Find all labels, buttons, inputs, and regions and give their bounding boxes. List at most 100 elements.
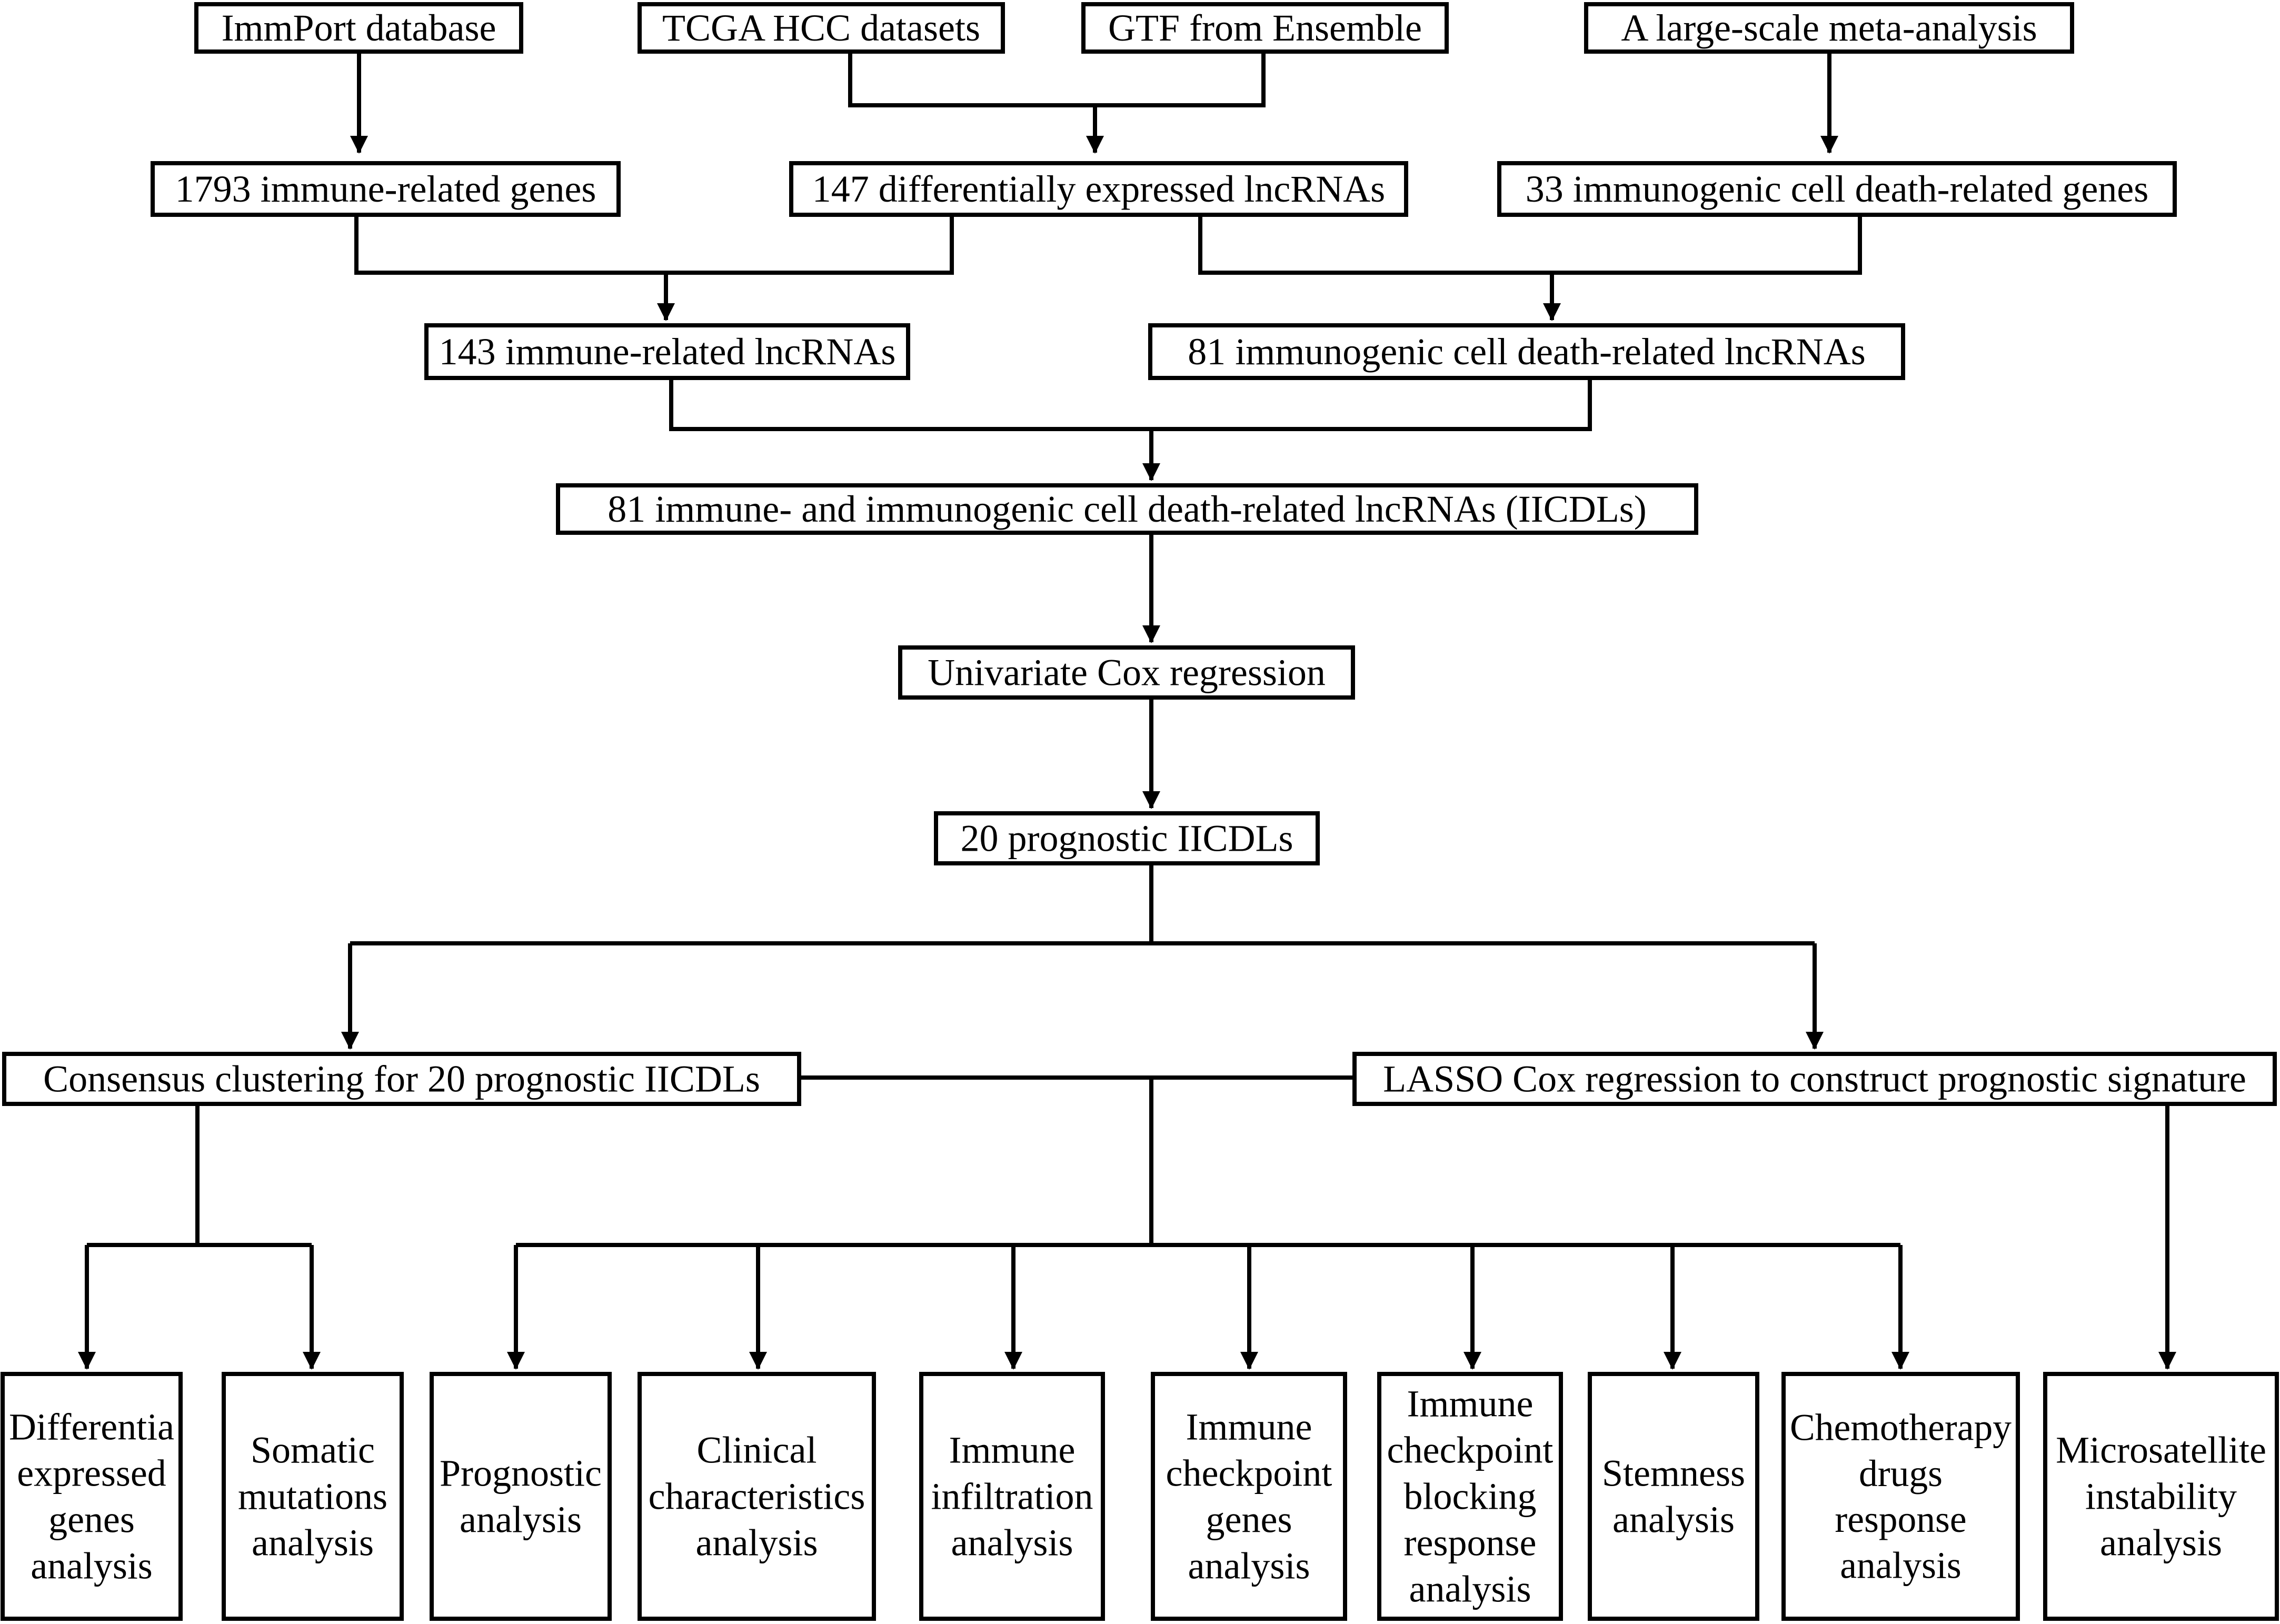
node-label: 20 prognostic IICDLs xyxy=(961,818,1293,860)
node-label-line: ImmPort database xyxy=(222,7,496,49)
node-label: 1793 immune-related genes xyxy=(175,168,596,210)
node-label-line: 33 immunogenic cell death-related genes xyxy=(1526,168,2149,210)
node-label-line: analysis xyxy=(2100,1522,2222,1564)
node-label-line: response xyxy=(1835,1499,1966,1540)
edge-consensus-branch xyxy=(87,1104,312,1247)
node-label-line: Clinical xyxy=(697,1429,817,1471)
node-label: A large-scale meta-analysis xyxy=(1621,7,2037,49)
node-label-line: analysis xyxy=(31,1545,153,1587)
node-prognostic-iicdls: 20 prognostic IICDLs xyxy=(934,811,1320,865)
node-label-line: Differentia xyxy=(9,1406,174,1448)
edge-tcga-gtf-merge xyxy=(848,52,1266,107)
node-label-line: 81 immunogenic cell death-related lncRNA… xyxy=(1188,331,1866,373)
node-label-line: Stemness xyxy=(1602,1452,1745,1495)
node-label: 81 immune- and immunogenic cell death-re… xyxy=(608,488,1646,530)
node-iicdls: 81 immune- and immunogenic cell death-re… xyxy=(556,483,1698,535)
node-label-line: checkpoint xyxy=(1387,1429,1554,1471)
node-label: 143 immune-related lncRNAs xyxy=(439,331,896,373)
node-label: TCGA HCC datasets xyxy=(662,7,980,49)
node-label-line: 143 immune-related lncRNAs xyxy=(439,331,896,373)
node-label-line: GTF from Ensemble xyxy=(1108,7,1422,49)
node-label-line: analysis xyxy=(1188,1545,1310,1587)
node-label-line: LASSO Cox regression to construct progno… xyxy=(1383,1058,2246,1100)
node-label-line: instability xyxy=(2085,1476,2237,1518)
node-gtf-from-ensemble: GTF from Ensemble xyxy=(1081,2,1449,54)
node-label-line: Somatic xyxy=(251,1429,375,1471)
node-consensus-clustering: Consensus clustering for 20 prognostic I… xyxy=(2,1052,801,1106)
node-label-line: analysis xyxy=(951,1522,1073,1564)
node-label-line: analysis xyxy=(1409,1568,1531,1610)
node-label-line: response xyxy=(1404,1522,1537,1564)
node-label: 81 immunogenic cell death-related lncRNA… xyxy=(1188,331,1866,373)
node-label-line: 147 differentially expressed lncRNAs xyxy=(812,168,1385,210)
node-lasso-cox-regression: LASSO Cox regression to construct progno… xyxy=(1352,1052,2277,1106)
node-tcga-hcc-datasets: TCGA HCC datasets xyxy=(638,2,1005,54)
node-label-line: Prognostic xyxy=(440,1452,602,1495)
node-label-line: A large-scale meta-analysis xyxy=(1621,7,2037,49)
node-label-line: analysis xyxy=(460,1499,582,1541)
node-label-line: mutations xyxy=(238,1476,387,1518)
node-label-line: 20 prognostic IICDLs xyxy=(961,818,1293,860)
node-label-line: drugs xyxy=(1859,1452,1943,1494)
node-icd-related-lncrnas: 81 immunogenic cell death-related lncRNA… xyxy=(1148,323,1905,380)
node-immport-database: ImmPort database xyxy=(194,2,523,54)
node-differentially-expressed-lncrnas: 147 differentially expressed lncRNAs xyxy=(789,161,1408,217)
node-label-line: blocking xyxy=(1404,1476,1537,1518)
node-label-line: 81 immune- and immunogenic cell death-re… xyxy=(608,488,1646,530)
node-immune-related-lncrnas: 143 immune-related lncRNAs xyxy=(424,323,910,380)
node-label-line: infiltration xyxy=(931,1476,1093,1518)
node-label: 147 differentially expressed lncRNAs xyxy=(812,168,1385,210)
node-label: Consensus clustering for 20 prognostic I… xyxy=(43,1058,760,1100)
node-label-line: analysis xyxy=(1612,1499,1735,1541)
node-label: LASSO Cox regression to construct progno… xyxy=(1383,1058,2246,1100)
node-label-line: checkpoint xyxy=(1166,1452,1332,1495)
node-immune-related-genes: 1793 immune-related genes xyxy=(151,161,621,217)
node-univariate-cox-regression: Univariate Cox regression xyxy=(898,645,1355,700)
node-label-line: analysis xyxy=(696,1522,818,1564)
edge-immune-de-merge xyxy=(354,215,954,275)
node-label-line: analysis xyxy=(1840,1545,1961,1586)
node-label-line: expressed xyxy=(17,1452,166,1495)
node-label-line: Microsatellite xyxy=(2056,1429,2266,1471)
node-label: GTF from Ensemble xyxy=(1108,7,1422,49)
node-label-line: Univariate Cox regression xyxy=(928,652,1326,694)
node-label-line: Consensus clustering for 20 prognostic I… xyxy=(43,1058,760,1100)
edge-center-branch xyxy=(516,1078,1900,1247)
node-label-line: 1793 immune-related genes xyxy=(175,168,596,210)
node-label-line: genes xyxy=(48,1498,135,1540)
node-label-line: Chemotherapy xyxy=(1790,1407,2012,1448)
edge-lncrnas-merge xyxy=(669,378,1592,431)
node-label-line: analysis xyxy=(252,1522,374,1564)
edge-prognostic-iicdls-split xyxy=(350,863,1815,945)
node-label: ImmPort database xyxy=(222,7,496,49)
node-icd-related-genes: 33 immunogenic cell death-related genes xyxy=(1497,161,2177,217)
node-label: Univariate Cox regression xyxy=(928,652,1326,694)
node-label-line: Immune xyxy=(1186,1406,1312,1448)
node-label-line: genes xyxy=(1206,1499,1292,1541)
node-label: 33 immunogenic cell death-related genes xyxy=(1526,168,2149,210)
node-label-line: Immune xyxy=(949,1429,1076,1471)
node-meta-analysis: A large-scale meta-analysis xyxy=(1584,2,2074,54)
connectors xyxy=(78,52,2176,1370)
edge-de-icd-merge xyxy=(1198,215,1862,275)
